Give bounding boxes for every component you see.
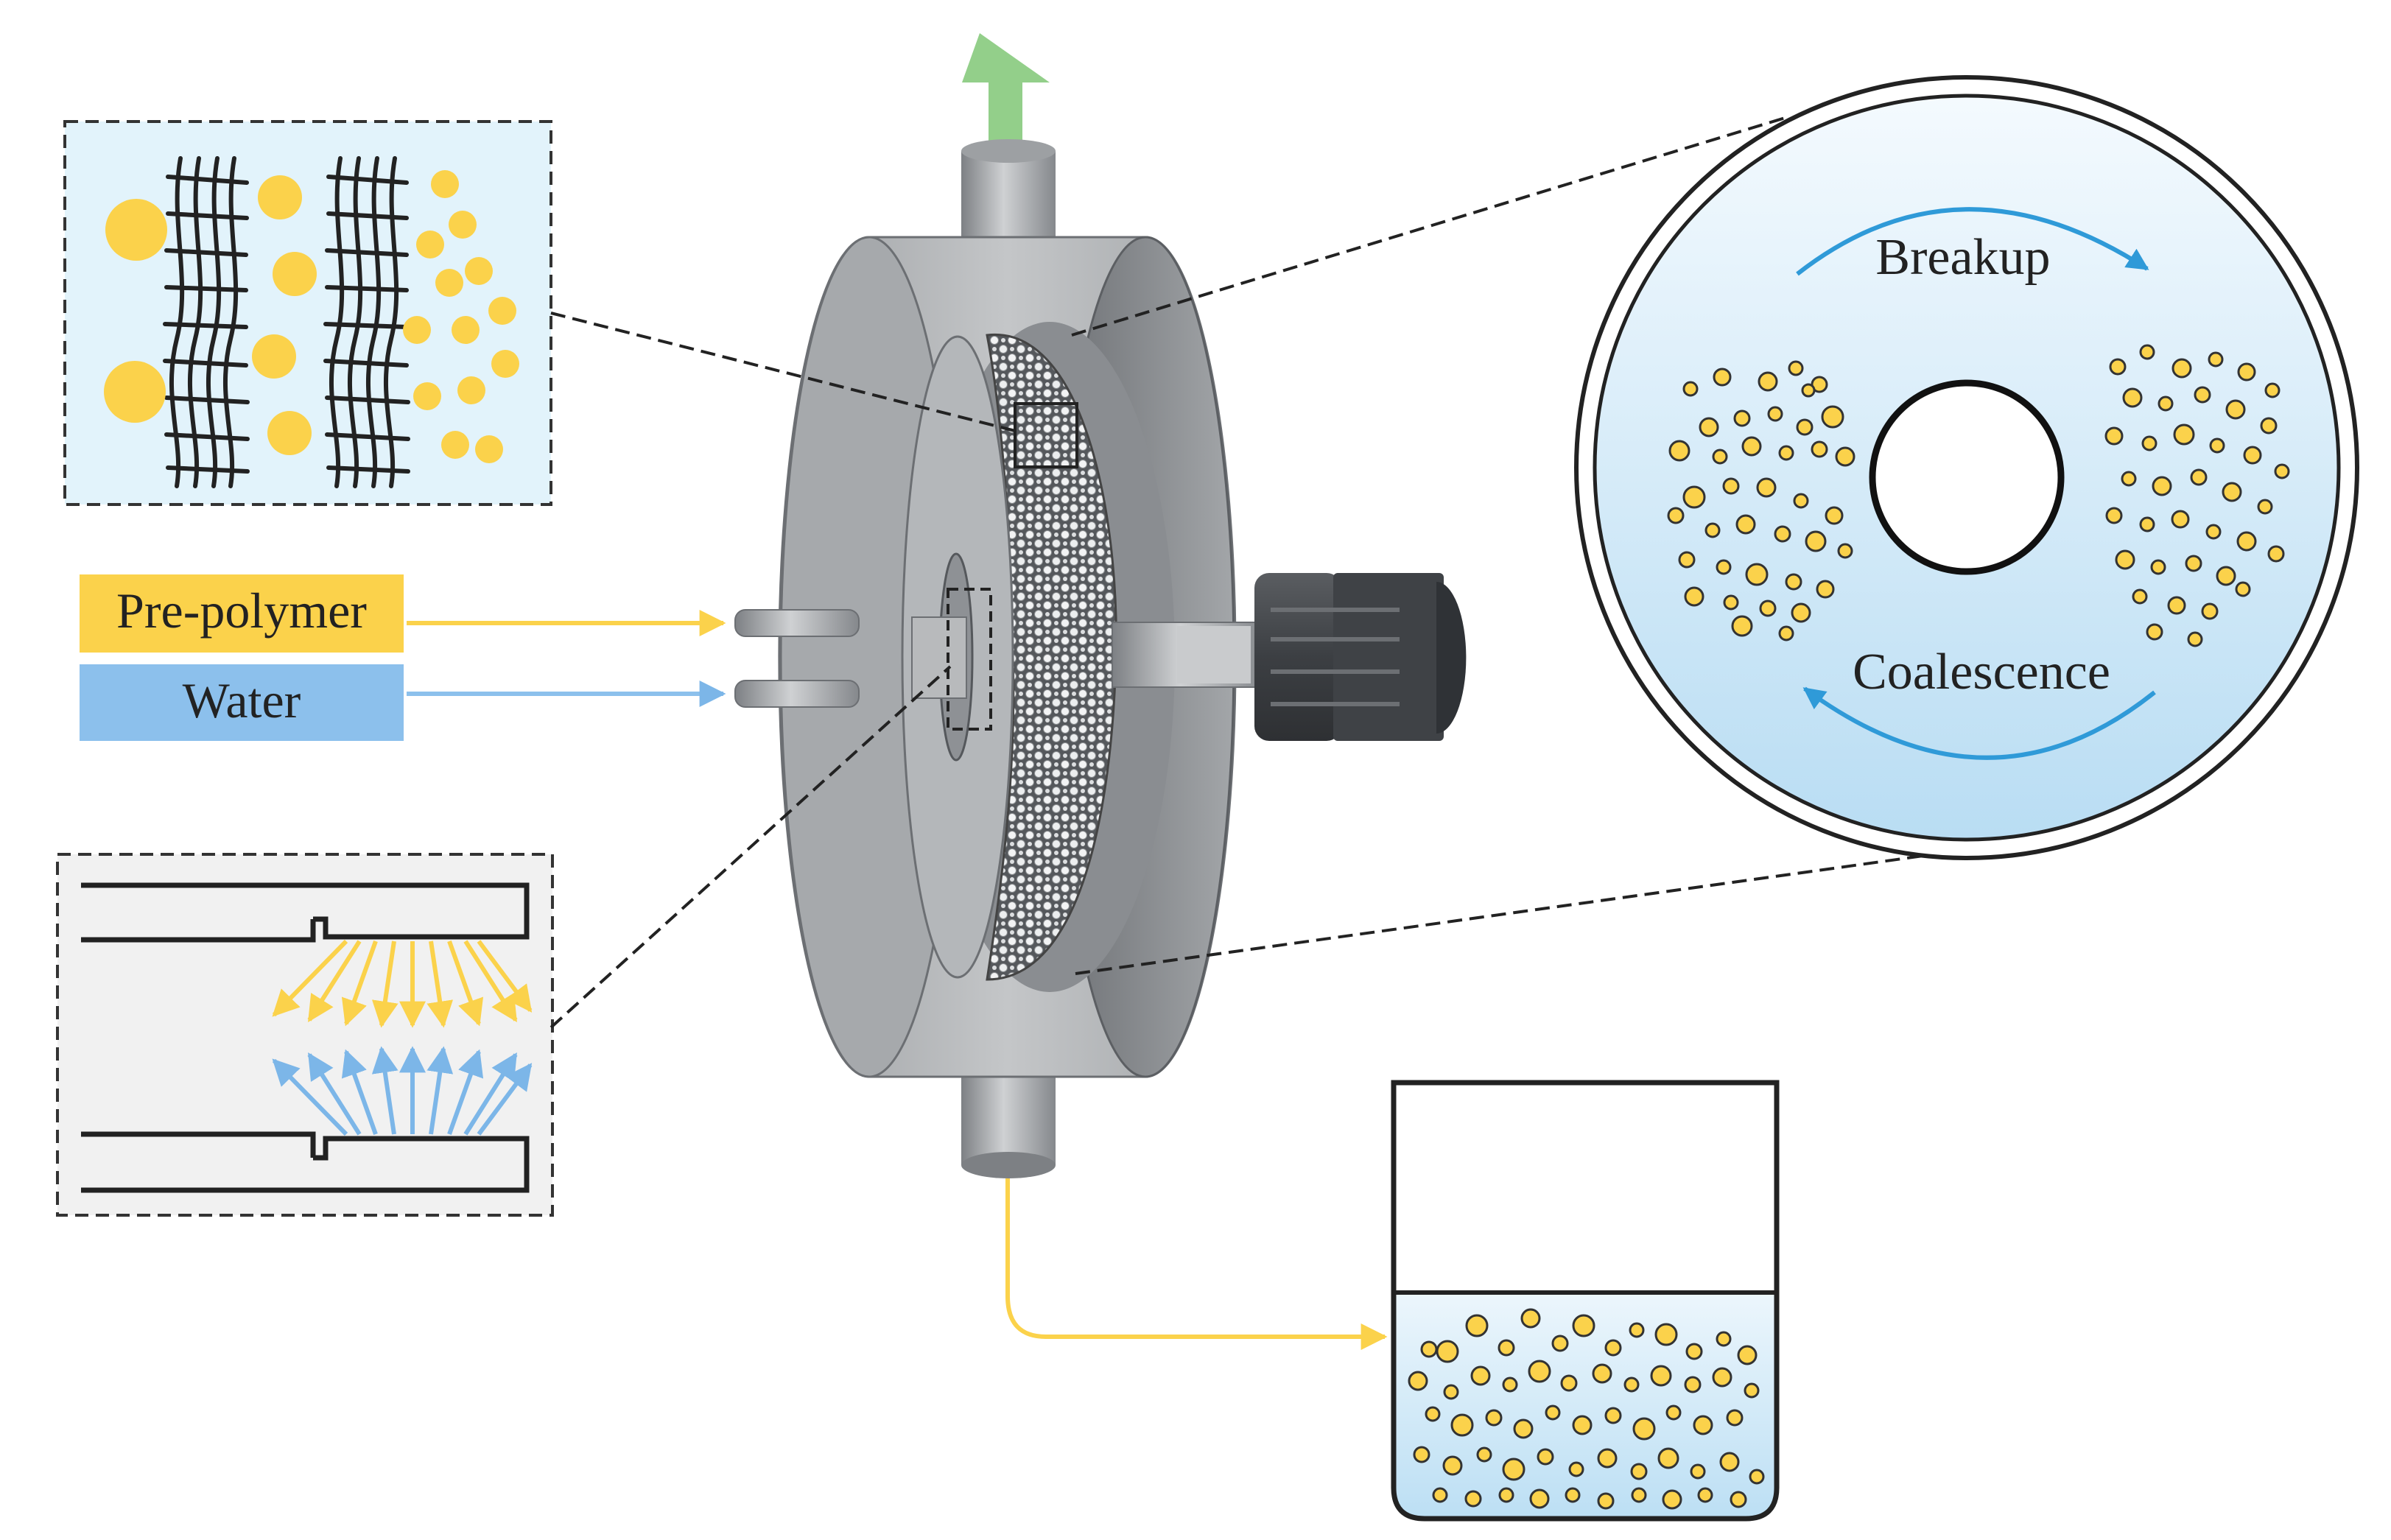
- inset-droplets: [104, 170, 519, 463]
- water-feed: Water: [80, 664, 726, 741]
- beaker-droplets: [1408, 1308, 1765, 1510]
- coalescence-label: Coalescence: [1853, 644, 2110, 700]
- breakup-arrow: [1796, 207, 2149, 276]
- fiber-mesh-left: [163, 156, 250, 488]
- zoom-connectors: [550, 115, 1945, 1029]
- pre-polymer-label: Pre-polymer: [116, 583, 367, 639]
- packing-focus-box: [1014, 402, 1078, 468]
- nozzle-inset: [56, 853, 554, 1217]
- pre-polymer-feed: Pre-polymer: [80, 574, 726, 653]
- motor-icon: [1254, 573, 1467, 741]
- nozzle-focus-box: [947, 588, 992, 731]
- pre-polymer-jets: [272, 939, 533, 1028]
- fiber-mesh-right: [323, 156, 410, 488]
- bottom-outlet-pipe: [961, 1061, 1056, 1165]
- up-arrow-icon: [962, 33, 1050, 147]
- water-jets: [272, 1046, 533, 1136]
- zoom-circle: Breakup Coalescence: [1574, 75, 2359, 860]
- fiber-droplet-inset: [63, 120, 552, 506]
- product-flow-line: [1005, 1178, 1388, 1350]
- rotating-packed-bed: [734, 33, 1467, 1178]
- product-beaker: [1391, 1080, 1780, 1522]
- rotor-hole: [1869, 379, 2065, 575]
- pre-polymer-inlet: [734, 609, 860, 637]
- breakup-label: Breakup: [1875, 229, 2050, 286]
- coalescence-arrow: [1802, 686, 2156, 760]
- water-inlet: [734, 680, 860, 708]
- zoom-droplets: [1667, 344, 2290, 647]
- water-label: Water: [183, 672, 301, 728]
